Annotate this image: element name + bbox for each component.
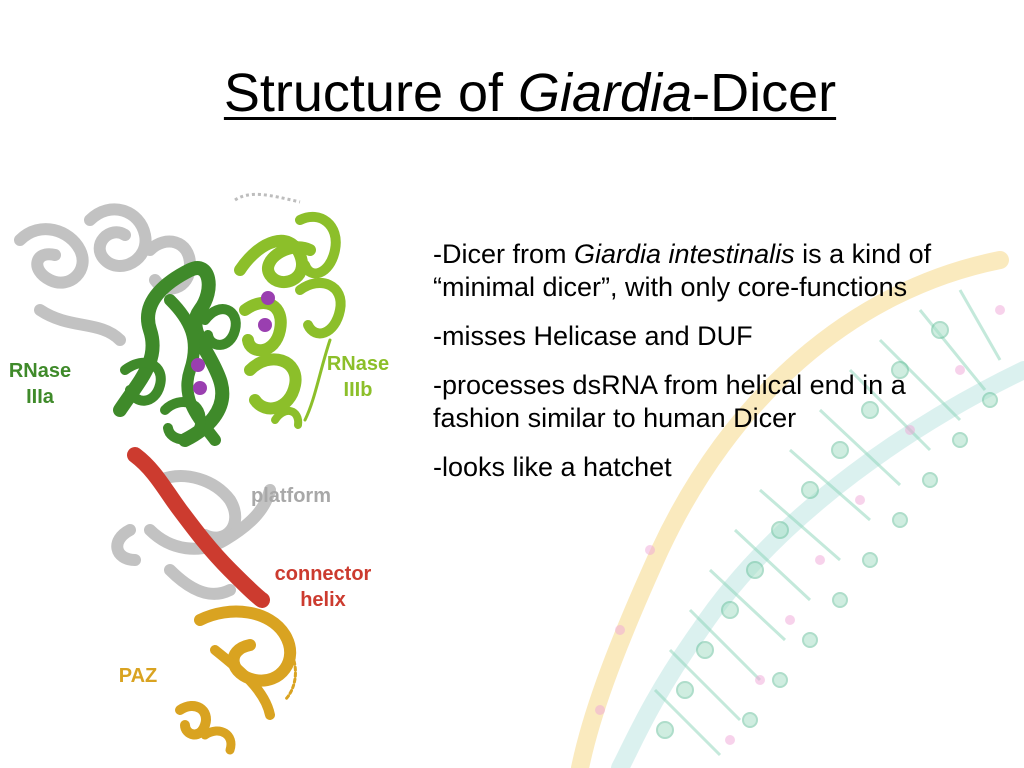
bullet-text: -processes dsRNA from helical end in a f… <box>433 369 906 433</box>
bullet-item: -Dicer from Giardia intestinalis is a ki… <box>433 238 953 304</box>
platform-domain <box>14 203 276 600</box>
connector-helix <box>127 447 270 608</box>
bullet-italic-text: Giardia intestinalis <box>574 239 795 269</box>
label-platform: platform <box>251 485 331 507</box>
label-rnase-iiib-line2: IIIb <box>344 379 373 401</box>
paz-domain <box>175 605 297 755</box>
label-rnase-iiia-line1: RNase <box>9 360 71 382</box>
bullet-text: -looks like a hatchet <box>433 451 672 482</box>
bullet-item: -looks like a hatchet <box>433 451 953 484</box>
slide-title: Structure of Giardia-Dicer <box>0 62 1024 124</box>
bullet-text: is a kind of “minimal dicer”, with only … <box>433 239 932 302</box>
title-prefix: Structure of <box>223 63 519 123</box>
label-connector-line1: connector <box>275 563 372 585</box>
rnase-iiia-domain <box>113 261 241 447</box>
label-paz: PAZ <box>119 665 158 687</box>
bullet-text: -Dicer from <box>433 239 574 269</box>
dna-background-image <box>571 251 1024 768</box>
dicer-structure-figure: RNase IIIa RNase IIIb platform connector… <box>9 192 389 755</box>
label-rnase-iiib-line1: RNase <box>327 353 389 375</box>
bullet-item: -misses Helicase and DUF <box>433 320 953 353</box>
bullet-item: -processes dsRNA from helical end in a f… <box>433 369 953 435</box>
label-rnase-iiia-line2: IIIa <box>26 386 55 408</box>
label-connector-line2: helix <box>300 589 346 611</box>
rnase-iiib-domain <box>234 211 346 429</box>
title-italic: Giardia <box>518 63 693 123</box>
title-suffix: -Dicer <box>692 63 837 123</box>
metal-ions <box>191 291 275 395</box>
bullet-list: -Dicer from Giardia intestinalis is a ki… <box>433 238 953 500</box>
bullet-text: -misses Helicase and DUF <box>433 320 753 351</box>
